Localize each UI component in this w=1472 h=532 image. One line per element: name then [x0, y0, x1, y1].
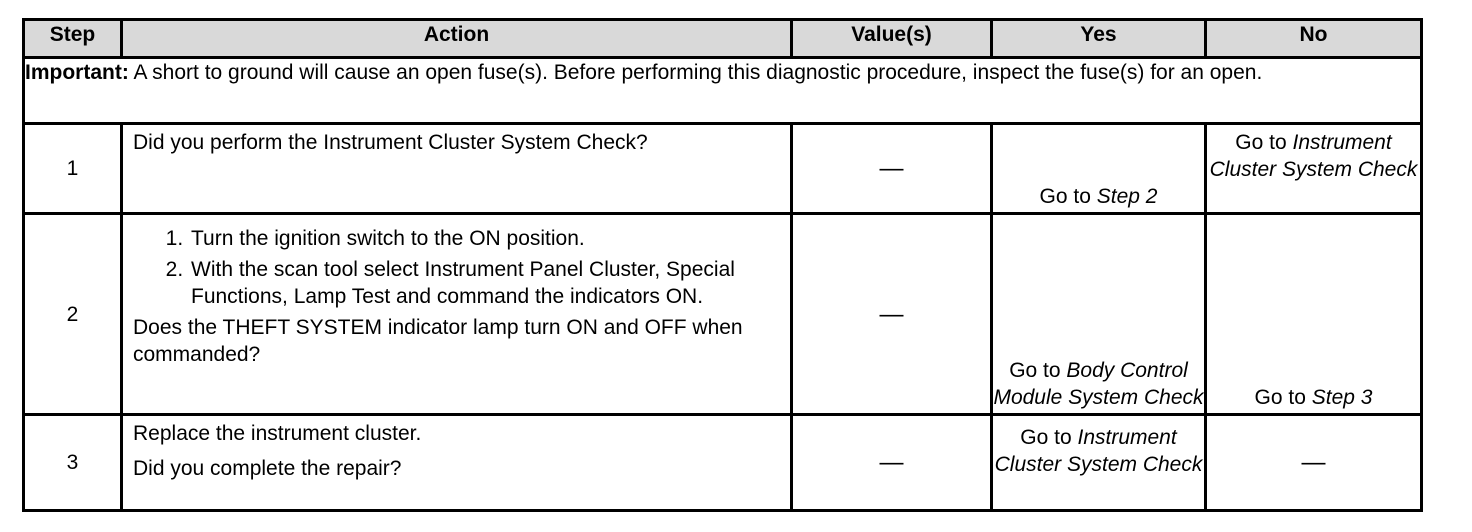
table-row: 2 Turn the ignition switch to the ON pos… — [22, 212, 1423, 416]
important-note: Important: A short to ground will cause … — [22, 55, 1423, 126]
substep-item: Turn the ignition switch to the ON posit… — [189, 225, 780, 252]
value-cell: — — [790, 122, 993, 216]
value-cell: — — [790, 412, 993, 513]
no-prefix: Go to — [1254, 385, 1312, 409]
yes-cell: Go to Step 2 — [990, 122, 1207, 216]
yes-prefix: Go to — [1020, 425, 1078, 449]
no-link[interactable]: Instrument Cluster System Check — [1209, 131, 1418, 182]
header-step: Step — [22, 18, 123, 59]
important-label: Important: — [25, 60, 129, 84]
table-row: 1 Did you perform the Instrument Cluster… — [22, 122, 1423, 216]
yes-prefix: Go to — [1009, 358, 1067, 382]
step-number: 1 — [22, 122, 123, 216]
header-values: Value(s) — [790, 18, 993, 59]
step-number: 2 — [22, 212, 123, 416]
table-row: 3 Replace the instrument cluster. Did yo… — [22, 412, 1423, 513]
action-cell: Turn the ignition switch to the ON posit… — [120, 212, 793, 416]
value-cell: — — [790, 212, 993, 416]
substep-item: With the scan tool select Instrument Pan… — [189, 256, 780, 310]
important-text: A short to ground will cause an open fus… — [128, 60, 1263, 84]
yes-link[interactable]: Instrument Cluster System Check — [994, 425, 1203, 476]
header-no: No — [1204, 18, 1423, 59]
action-question: Does the THEFT SYSTEM indicator lamp tur… — [133, 316, 743, 367]
header-yes: Yes — [990, 18, 1207, 59]
important-row: Important: A short to ground will cause … — [22, 55, 1423, 126]
action-instruction: Replace the instrument cluster. — [133, 421, 422, 445]
action-question: Did you complete the repair? — [133, 456, 402, 480]
yes-link[interactable]: Step 2 — [1096, 185, 1158, 209]
diagnostic-table: Step Action Value(s) Yes No Important: A… — [22, 18, 1423, 513]
step-number: 3 — [22, 412, 123, 513]
header-row: Step Action Value(s) Yes No — [22, 18, 1423, 59]
yes-cell: Go to Body Control Module System Check — [990, 212, 1207, 416]
yes-cell: Go to Instrument Cluster System Check — [990, 412, 1207, 513]
no-prefix: Go to — [1235, 131, 1293, 155]
no-cell: Go to Instrument Cluster System Check — [1204, 122, 1423, 216]
header-action: Action — [120, 18, 793, 59]
action-cell: Replace the instrument cluster. Did you … — [120, 412, 793, 513]
no-cell: Go to Step 3 — [1204, 212, 1423, 416]
yes-prefix: Go to — [1039, 185, 1097, 209]
no-cell: — — [1204, 412, 1423, 513]
action-question: Did you perform the Instrument Cluster S… — [133, 131, 648, 155]
action-cell: Did you perform the Instrument Cluster S… — [120, 122, 793, 216]
substep-list: Turn the ignition switch to the ON posit… — [133, 225, 780, 310]
no-link[interactable]: Step 3 — [1311, 385, 1373, 409]
yes-link[interactable]: Body Control Module System Check — [993, 358, 1204, 409]
